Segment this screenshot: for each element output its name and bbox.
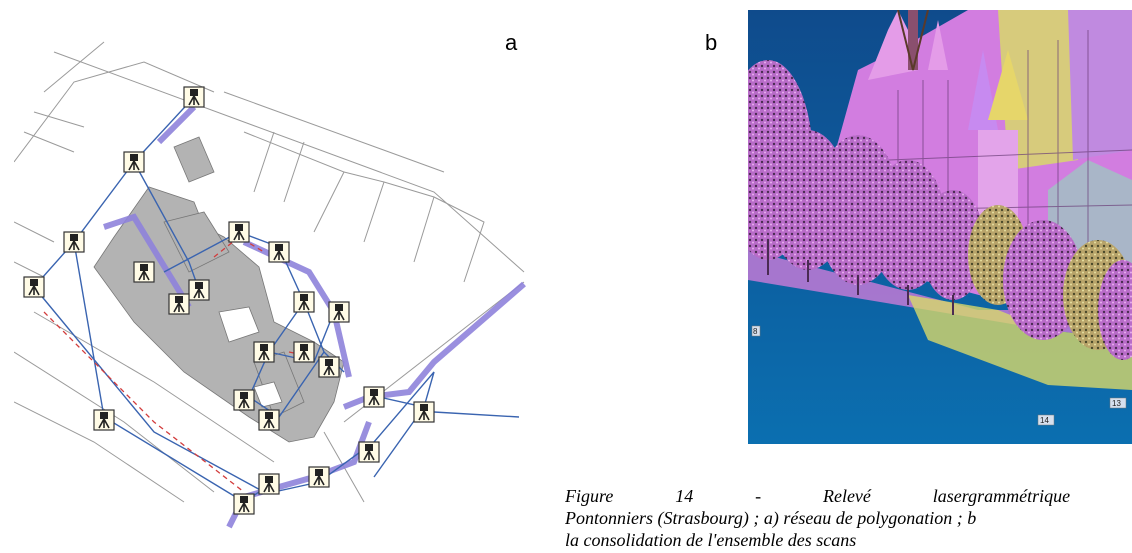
parcel-lines (14, 41, 525, 503)
scan-marker-8: 8 (751, 325, 761, 337)
caption-word: 14 (675, 486, 694, 506)
caption-line-1: Figure 14 - Relevé lasergrammétrique du (565, 485, 1132, 507)
laser-scan-render: 8 14 13 (748, 10, 1132, 444)
scan-marker-14-label: 14 (1040, 416, 1049, 425)
scan-marker-13-label: 13 (1112, 399, 1121, 408)
caption-line-3: la consolidation de l'ensemble des scans (565, 530, 857, 550)
caption-word: lasergrammétrique (932, 486, 1071, 506)
buildings (93, 136, 345, 443)
caption-word: - (755, 486, 762, 506)
scan-target-markers: 8 14 13 (751, 325, 1127, 426)
caption-word: Relevé (822, 486, 871, 506)
caption-word: Figure (565, 486, 614, 506)
caption-line-2: Pontonniers (Strasbourg) ; a) réseau de … (565, 508, 977, 528)
panel-b-label: b (705, 30, 718, 55)
network-lines (33, 96, 520, 503)
figure-caption: Figure 14 - Relevé lasergrammétrique du … (565, 485, 1132, 553)
tree-canopy (748, 60, 1132, 360)
scan-marker-8-label: 8 (753, 327, 758, 336)
panel-a-label: a (505, 30, 518, 55)
scan-marker-13: 13 (1109, 397, 1127, 409)
polygonation-network-map (14, 41, 526, 529)
scan-marker-14: 14 (1037, 414, 1055, 426)
